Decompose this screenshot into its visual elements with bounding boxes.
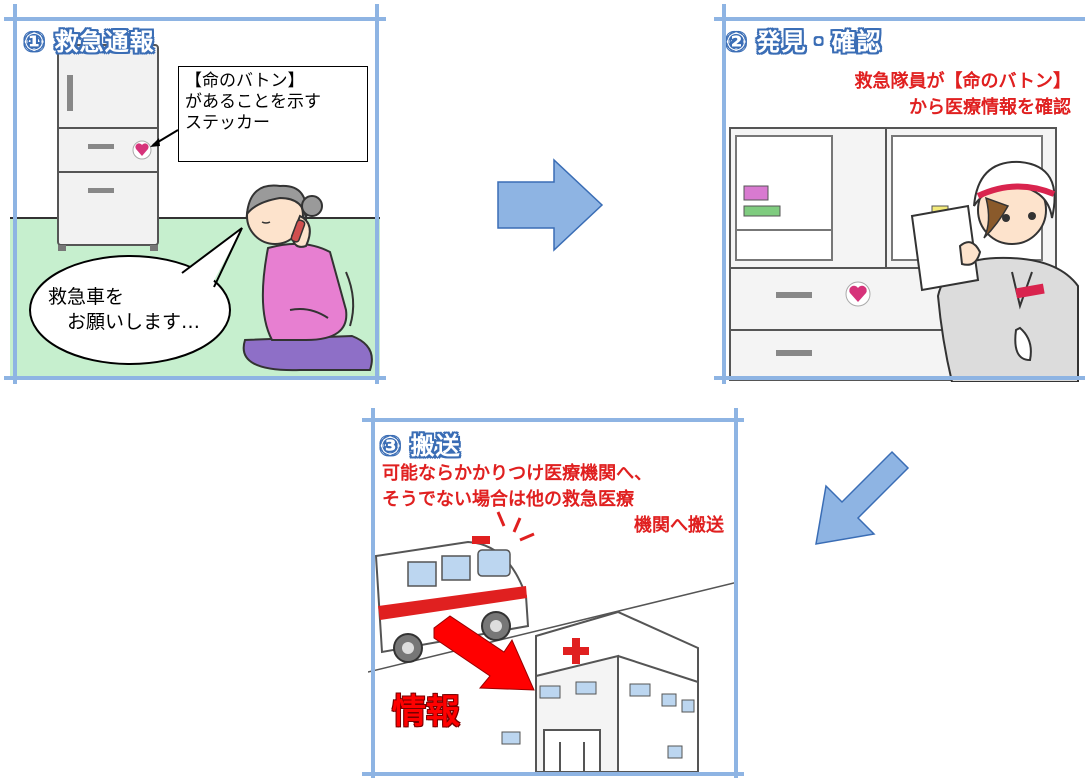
panel-title: ① 救急通報 [24, 28, 155, 56]
speech-bubble-text: 救急車を お願いします… [48, 286, 201, 333]
frame-line [13, 4, 17, 384]
panel-caption-line: 可能ならかかりつけ医療機関へ、 [382, 463, 653, 484]
panel-caption-line: 救急隊員が【命のバトン】 [854, 71, 1071, 92]
paramedic-illustration [910, 160, 1079, 382]
panel-transport: ③ 搬送 可能ならかかりつけ医療機関へ、 そうでない場合は他の救急医療 機関へ搬… [368, 416, 738, 772]
panel-emergency-call: ① 救急通報 【命のバトン】 があることを示す ステッカー 救急車を お願いしま… [10, 10, 380, 380]
frame-line [4, 376, 386, 380]
down-left-arrow-icon [815, 450, 910, 545]
panel3-illustration [368, 416, 738, 772]
panel-caption-line: そうでない場合は他の救急医療 [382, 489, 634, 510]
frame-line [375, 4, 379, 384]
panel-title: ③ 搬送 [380, 432, 461, 460]
frame-line [714, 17, 1085, 21]
speech-bubble-shape [29, 227, 243, 365]
frame-line [714, 376, 1085, 380]
frame-line [362, 772, 744, 776]
frame-line [722, 4, 726, 384]
heart-sticker-icon [132, 140, 152, 160]
ambulance-illustration [374, 511, 535, 663]
frame-line [734, 408, 738, 778]
frame-line [4, 17, 386, 21]
red-cross-icon [563, 638, 589, 664]
panel-discover-confirm: ② 発見・確認 救急隊員が【命のバトン】 から医療情報を確認 [716, 10, 1081, 382]
panel-title: ② 発見・確認 [726, 28, 882, 56]
right-arrow-icon [497, 158, 604, 252]
panel-caption-line: 機関へ搬送 [634, 515, 724, 536]
elderly-woman-illustration [242, 184, 373, 372]
info-label: 情報 [392, 692, 460, 732]
frame-line [371, 408, 375, 778]
fridge-illustration [57, 44, 159, 251]
frame-line [362, 418, 744, 422]
info-arrow-icon [433, 615, 535, 691]
panel2-illustration [716, 10, 1081, 382]
panel-caption-line: から医療情報を確認 [909, 97, 1071, 118]
heart-sticker-icon [845, 281, 871, 307]
sticker-callout-label: 【命のバトン】 があることを示す ステッカー [178, 66, 368, 162]
